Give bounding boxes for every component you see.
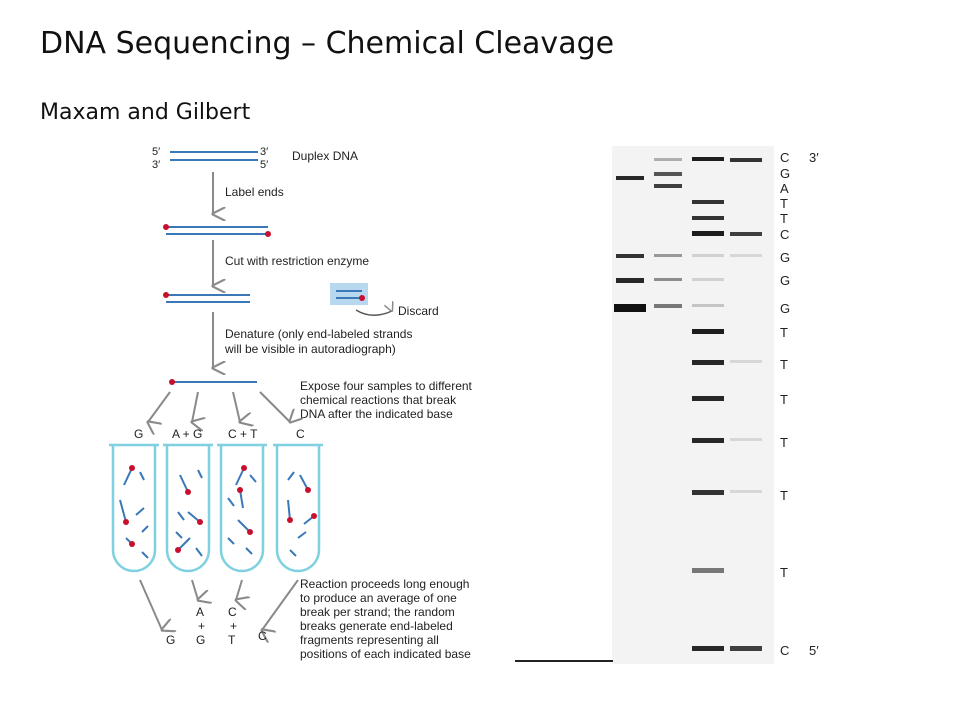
seq-base-8: G (780, 273, 790, 288)
seq-base-6: C (780, 227, 789, 242)
gel-3prime-label: 3′ (809, 150, 819, 165)
tube-g (111, 445, 157, 573)
duplex-dna: 5′ 3′ 3′ 5′ Duplex DNA (152, 146, 358, 171)
tube-label-ag: A + G (172, 427, 202, 441)
reaction-line2: to produce an average of one (300, 591, 457, 605)
tube-label-g: G (134, 427, 143, 441)
label-dot (163, 292, 169, 298)
step-cut-label: Cut with restriction enzyme (225, 254, 369, 268)
discard-arrow (355, 310, 392, 316)
reaction-line1: Reaction proceeds long enough (300, 577, 469, 591)
single-strand (169, 379, 257, 385)
gel-sequence-labels: C G A T T C G G G T T T T T T C 3′ 5′ (775, 140, 855, 670)
seq-base-11: T (780, 357, 788, 372)
bottom-label-ag-a: A (196, 605, 204, 619)
expose-line1: Expose four samples to different (300, 379, 473, 393)
seq-base-16: C (780, 643, 789, 658)
tube-c (275, 445, 321, 573)
reaction-line3: break per strand; the random (300, 605, 455, 619)
page-title: DNA Sequencing – Chemical Cleavage (40, 26, 615, 61)
label-dot (163, 224, 169, 230)
seq-base-1: C (780, 150, 789, 165)
tube-ag (165, 445, 211, 573)
cut-fragment (163, 292, 250, 303)
gel-5prime-label: 5′ (809, 643, 819, 658)
step-label-ends: Label ends (225, 185, 284, 199)
duplex-right-5prime: 5′ (260, 159, 268, 171)
page-subtitle: Maxam and Gilbert (40, 100, 251, 125)
expose-line2: chemical reactions that break (300, 393, 457, 407)
label-dot (169, 379, 175, 385)
seq-base-12: T (780, 392, 788, 407)
gel-bands (614, 157, 762, 651)
seq-base-2: G (780, 166, 790, 181)
seq-base-15: T (780, 565, 788, 580)
seq-base-5: T (780, 211, 788, 226)
bottom-label-ct-plus: + (230, 619, 237, 633)
bottom-label-c: C (258, 629, 267, 643)
duplex-right-3prime: 3′ (260, 146, 268, 158)
tube-label-ct: C + T (228, 427, 258, 441)
seq-base-7: G (780, 250, 790, 265)
expose-line3: DNA after the indicated base (300, 407, 453, 421)
tube-label-c: C (296, 427, 305, 441)
split-arrows (148, 391, 290, 422)
discard-fragment: Discard (330, 283, 439, 318)
denature-line2: will be visible in autoradiograph) (224, 342, 396, 356)
duplex-3prime-label: 3′ (152, 159, 160, 171)
label-dot (265, 231, 271, 237)
gel-underline (515, 660, 613, 662)
reaction-line4: breaks generate end-labeled (300, 619, 453, 633)
seq-base-4: T (780, 196, 788, 211)
reaction-line6: positions of each indicated base (300, 647, 471, 661)
seq-base-10: T (780, 325, 788, 340)
gel-image (614, 157, 762, 651)
end-labeled-duplex (163, 224, 271, 237)
maxam-gilbert-diagram: 5′ 3′ 3′ 5′ Duplex DNA Label ends Cut wi… (100, 140, 520, 670)
seq-base-14: T (780, 488, 788, 503)
bottom-label-g: G (166, 633, 175, 647)
tube-ct (219, 445, 265, 573)
reaction-tubes (109, 443, 323, 573)
seq-base-13: T (780, 435, 788, 450)
discard-label: Discard (398, 304, 439, 318)
bottom-label-ct-t: T (228, 633, 236, 647)
denature-line1: Denature (only end-labeled strands (225, 327, 412, 341)
seq-base-3: A (780, 181, 789, 196)
fragment-arrows (139, 579, 299, 630)
sequencing-gel (612, 146, 774, 664)
seq-base-9: G (780, 301, 790, 316)
bottom-label-ag-plus: + (198, 619, 205, 633)
bottom-label-ct-c: C (228, 605, 237, 619)
duplex-dna-label: Duplex DNA (292, 149, 358, 163)
tube-fragments (119, 465, 317, 559)
reaction-line5: fragments representing all (300, 633, 439, 647)
duplex-5prime-label: 5′ (152, 146, 160, 158)
bottom-label-ag-g: G (196, 633, 205, 647)
